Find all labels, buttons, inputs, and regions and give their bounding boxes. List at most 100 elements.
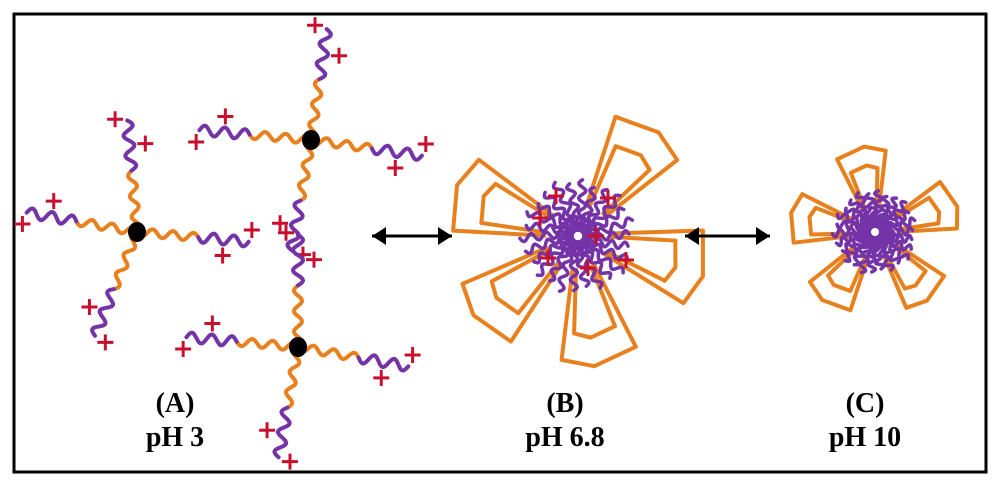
purple-arm-segment [370, 143, 424, 162]
double-arrow-a-b [372, 227, 452, 245]
positive-charge [188, 133, 205, 150]
orange-loop [605, 234, 678, 283]
purple-chain [568, 238, 580, 293]
star-core-junction [128, 222, 146, 242]
positive-charge [331, 47, 348, 64]
purple-arm-segment [197, 123, 252, 141]
orange-arm-segment [135, 227, 201, 243]
positive-charge [404, 347, 421, 364]
purple-chain [581, 228, 631, 244]
positive-charge [281, 453, 298, 470]
panel-c-star [789, 144, 960, 313]
positive-charge [540, 250, 556, 266]
panel-c-letter: (C) [845, 388, 885, 419]
star-polymer [175, 224, 421, 470]
purple-chain [518, 228, 575, 244]
orange-loop [892, 180, 960, 234]
purple-arm-segment [290, 233, 306, 288]
positive-charge [243, 222, 260, 239]
panel-a-ph: pH 3 [145, 422, 205, 453]
panel-b-letter: (B) [546, 388, 584, 419]
orange-arm-segment [283, 345, 302, 410]
positive-charge [14, 215, 31, 232]
star-polymer [14, 111, 260, 351]
orange-arm-segment [247, 129, 313, 145]
positive-charge [600, 190, 616, 206]
purple-chain [577, 239, 625, 275]
positive-charge [107, 111, 124, 128]
orange-loop [881, 242, 947, 310]
star-core-junction [289, 337, 307, 357]
purple-chain [848, 198, 877, 229]
star-core-junction [302, 130, 320, 150]
collapsed-star [789, 144, 960, 313]
orange-loop [603, 228, 705, 306]
collapsed-star [451, 114, 705, 369]
positive-charge [81, 299, 98, 316]
orange-loop [489, 248, 561, 316]
positive-charge [204, 315, 221, 332]
positive-charge [387, 160, 404, 177]
purple-chain [578, 185, 597, 235]
purple-chain [564, 182, 584, 233]
orange-arm-segment [309, 136, 374, 153]
positive-charge [45, 193, 62, 210]
purple-chain [557, 237, 578, 293]
orange-loop [893, 195, 942, 232]
orange-loop [807, 244, 871, 313]
purple-chain [876, 232, 913, 252]
positive-charge [588, 228, 604, 244]
purple-chain [580, 235, 630, 251]
purple-arm-segment [24, 206, 79, 226]
purple-arm-segment [356, 353, 411, 373]
positive-charge [373, 369, 390, 386]
orange-arm-segment [74, 217, 139, 236]
positive-charge [307, 17, 324, 34]
figure-frame [12, 12, 988, 474]
orange-arm-segment [296, 343, 361, 362]
purple-arm-segment [314, 27, 333, 81]
purple-chain [551, 180, 581, 232]
orange-loop [848, 163, 880, 211]
positive-charge [618, 252, 634, 268]
purple-arm-segment [90, 287, 116, 338]
star-polymer [188, 17, 434, 263]
positive-charge [272, 215, 289, 232]
positive-charge [137, 135, 154, 152]
orange-loop [559, 262, 638, 369]
orange-loop [835, 144, 888, 212]
positive-charge [97, 334, 114, 351]
purple-chain [525, 210, 577, 235]
positive-charge [217, 108, 234, 125]
purple-chain [582, 206, 626, 239]
purple-chain [576, 178, 588, 234]
positive-charge [278, 224, 294, 241]
orange-loop [479, 181, 553, 235]
double-arrow-b-c [685, 227, 770, 245]
panel-a-stars [14, 17, 434, 470]
orange-arm-segment [296, 138, 315, 203]
purple-chain [532, 233, 574, 265]
positive-charge [214, 247, 231, 264]
purple-chain [878, 225, 915, 240]
orange-loop [883, 244, 928, 291]
orange-loop [572, 264, 617, 340]
purple-chain [548, 236, 576, 283]
orange-arm-segment [126, 168, 143, 234]
purple-arm-segment [196, 231, 251, 249]
orange-loop [587, 144, 652, 217]
orange-loop [460, 245, 564, 344]
orange-arm-segment [307, 77, 324, 142]
positive-charge [580, 260, 596, 276]
panel-c-ph: pH 10 [828, 422, 902, 453]
purple-arm-segment [121, 118, 139, 173]
purple-chain [524, 221, 576, 237]
panel-b-star [451, 114, 705, 369]
purple-chain [572, 239, 591, 289]
positive-charge [175, 340, 192, 357]
orange-loop [451, 157, 555, 238]
panel-a-letter: (A) [155, 388, 195, 419]
purple-chain [866, 234, 878, 274]
panel-b-ph: pH 6.8 [525, 422, 605, 453]
